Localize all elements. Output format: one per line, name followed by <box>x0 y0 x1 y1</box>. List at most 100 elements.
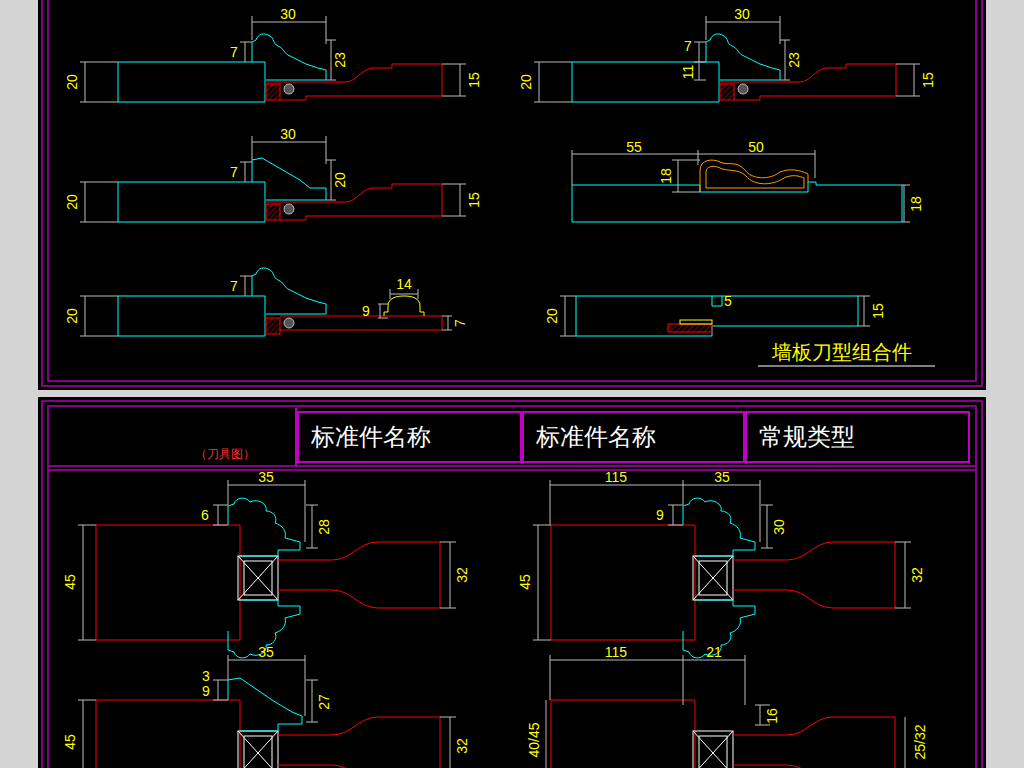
cad-line <box>706 34 780 80</box>
dimension-value: 35 <box>258 470 274 484</box>
dimension-value: 27 <box>317 694 331 710</box>
dimension-value: 115 <box>605 645 627 659</box>
cad-line <box>551 525 895 640</box>
dimension-value: 115 <box>605 470 627 484</box>
dimension-value: 35 <box>258 645 274 659</box>
dimension-value: 20 <box>65 74 79 90</box>
dimension-value: 20 <box>65 194 79 210</box>
dimension-value: 11 <box>681 65 695 80</box>
dimension-value: 40/45 <box>527 722 541 757</box>
dimension-value: 45 <box>63 574 77 590</box>
table-cell: 标准件名称 <box>522 411 745 463</box>
cad-line <box>252 268 326 314</box>
dimension-value: 9 <box>656 508 664 522</box>
panel-ground <box>38 0 986 390</box>
dimension-value: 35 <box>714 470 730 484</box>
dimension-value: 45 <box>63 734 77 750</box>
dimension-value: 45 <box>518 574 532 590</box>
cell-text: （刀具图） <box>195 446 255 462</box>
profile-f <box>576 296 858 336</box>
dimension-value: 20 <box>519 74 533 90</box>
cad-line <box>42 0 982 386</box>
dimension-value: 20 <box>545 308 559 324</box>
cell-text: 标准件名称 <box>536 423 656 451</box>
dimension-value: 30 <box>734 7 750 21</box>
profile-g <box>96 525 440 640</box>
dimension-value: 15 <box>871 303 885 319</box>
dimension-value: 18 <box>659 168 673 184</box>
profile-j <box>551 700 895 768</box>
dimension-value: 32 <box>910 567 924 583</box>
table-cell: 常规类型 <box>745 411 970 463</box>
dimension-value: 9 <box>362 304 370 318</box>
dimension-value: 7 <box>684 39 692 53</box>
profile-a <box>252 34 326 80</box>
dimension-value: 23 <box>787 52 801 68</box>
dimension-value: 7 <box>453 319 467 327</box>
cad-line <box>700 160 808 192</box>
profile-i <box>96 678 440 768</box>
dimension-value: 50 <box>748 140 764 154</box>
cad-line <box>720 64 896 100</box>
dimension-value: 30 <box>280 7 296 21</box>
dimension-value: 14 <box>396 277 412 291</box>
panel-title: 墙板刀型组合件 <box>772 340 912 364</box>
dimension-value: 21 <box>706 645 722 659</box>
cell-text: 标准件名称 <box>311 423 431 451</box>
cad-line <box>683 498 755 556</box>
dimension-value: 16 <box>765 708 779 724</box>
cad-line <box>118 296 294 336</box>
profile-c <box>118 158 442 222</box>
profile-e <box>118 268 442 336</box>
title-underline <box>758 366 935 367</box>
profile-a <box>266 64 442 100</box>
cad-line <box>551 700 895 768</box>
cad-line <box>668 324 712 332</box>
cad-line <box>48 466 976 470</box>
cad-line <box>96 700 440 768</box>
dimension-value: 28 <box>317 519 331 535</box>
dimension-value: 32 <box>455 567 469 583</box>
dimension-value: 9 <box>202 684 210 698</box>
cad-line <box>576 296 858 336</box>
frame <box>42 0 982 768</box>
cad-line <box>228 678 302 731</box>
dimension-value: 3 <box>202 669 210 683</box>
cad-line <box>252 158 326 200</box>
cad-line <box>680 320 712 324</box>
dimension-value: 7 <box>230 165 238 179</box>
dimension-value: 15 <box>467 192 481 208</box>
cad-line <box>280 316 442 330</box>
dimension-value: 6 <box>201 508 209 522</box>
profile-h <box>551 498 895 658</box>
cell-text: 常规类型 <box>759 423 855 451</box>
dimension-value: 20 <box>65 308 79 324</box>
dimension-value: 23 <box>333 52 347 68</box>
cad-line <box>48 406 976 768</box>
dimension-value: 15 <box>921 72 935 88</box>
profile-d <box>572 160 902 222</box>
dimension-value: 18 <box>909 196 923 212</box>
dimension-value: 55 <box>626 140 642 154</box>
dimension-value: 32 <box>455 738 469 754</box>
profile-b <box>572 34 896 102</box>
cad-line <box>706 166 804 188</box>
dimension-value: 5 <box>724 294 732 308</box>
cad-line <box>712 296 722 306</box>
cad-line <box>266 184 442 220</box>
dimension-lines <box>78 16 920 768</box>
dimension-value: 30 <box>772 519 786 535</box>
dimension-value: 15 <box>467 72 481 88</box>
dimension-value: 30 <box>280 127 296 141</box>
table-cell: 标准件名称 <box>297 411 522 463</box>
dimension-value: 7 <box>230 279 238 293</box>
dimension-value: 7 <box>230 45 238 59</box>
cad-line <box>42 401 982 768</box>
panel-ground <box>38 397 986 768</box>
cad-line <box>48 0 976 381</box>
dimension-value: 25/32 <box>913 724 927 759</box>
dimension-value: 20 <box>333 172 347 188</box>
profile-g <box>228 498 300 556</box>
